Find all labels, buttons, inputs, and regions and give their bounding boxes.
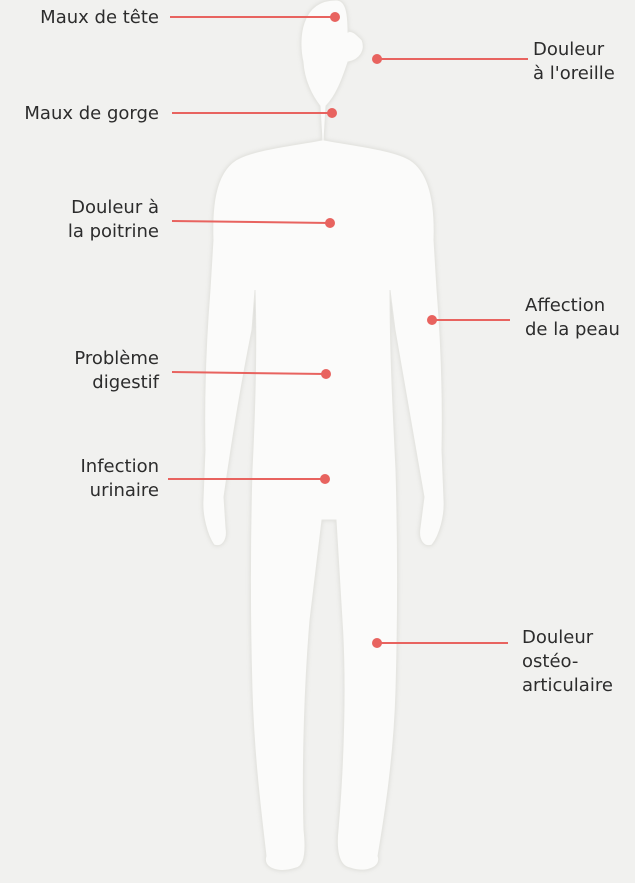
body-outline [203, 0, 444, 870]
label-urinaire-line: Infection [80, 455, 159, 479]
label-digestif-line: Problème [74, 347, 159, 371]
label-digestif-line: digestif [74, 371, 159, 395]
label-gorge: Maux de gorge [24, 102, 159, 126]
marker-dot-digestif [321, 369, 331, 379]
marker-dot-tete [330, 12, 340, 22]
label-gorge-line: Maux de gorge [24, 102, 159, 126]
label-osteo-line: articulaire [522, 674, 613, 698]
label-peau-line: de la peau [525, 318, 620, 342]
label-oreille-line: à l'oreille [533, 62, 615, 86]
marker-dot-peau [427, 315, 437, 325]
label-tete: Maux de tête [40, 6, 159, 30]
label-urinaire-line: urinaire [80, 479, 159, 503]
marker-dot-gorge [327, 108, 337, 118]
marker-dot-oreille [372, 54, 382, 64]
label-oreille-line: Douleur [533, 38, 615, 62]
label-poitrine-line: Douleur à [68, 196, 159, 220]
marker-dot-poitrine [325, 218, 335, 228]
label-peau-line: Affection [525, 294, 620, 318]
label-osteo-line: Douleur [522, 626, 613, 650]
marker-dot-urinaire [320, 474, 330, 484]
label-poitrine-line: la poitrine [68, 220, 159, 244]
marker-dot-osteo [372, 638, 382, 648]
label-tete-line: Maux de tête [40, 6, 159, 30]
label-osteo-line: ostéo- [522, 650, 613, 674]
